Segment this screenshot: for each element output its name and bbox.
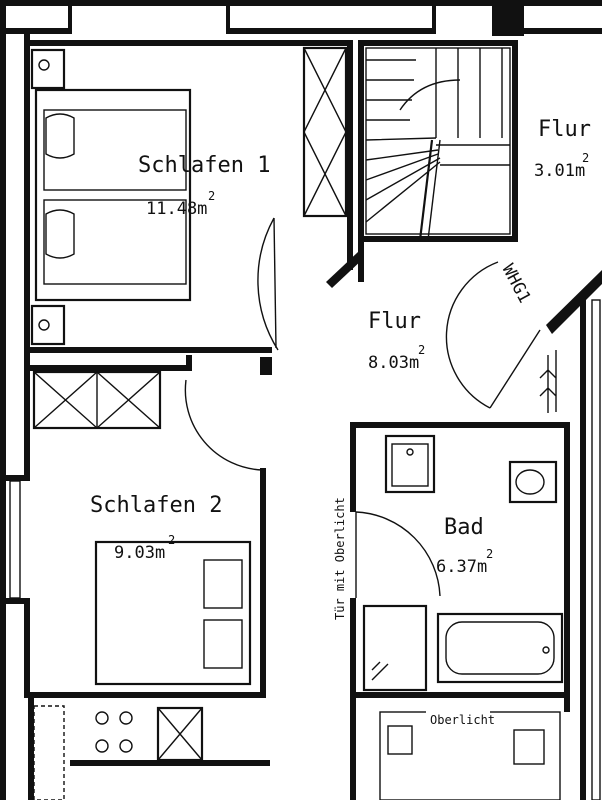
door-bad: [355, 511, 441, 598]
door-note: Tür mit Oberlicht: [333, 497, 347, 620]
room-area-flur-mid: 8.03m: [368, 353, 419, 373]
room-area-schlafen1: 11.48m: [146, 199, 207, 219]
nightstand-bottom: [30, 304, 66, 346]
area-sup-bad: 2: [486, 547, 493, 561]
oberlicht-label: Oberlicht: [430, 713, 495, 727]
staircase: [365, 47, 511, 241]
sink: [384, 434, 436, 494]
door-schlafen2: [184, 379, 263, 471]
window-marks-right: [539, 350, 557, 413]
bed-schlafen2: [94, 540, 252, 686]
area-sup-flur-top: 2: [582, 151, 589, 165]
area-sup-schlafen2: 2: [168, 533, 175, 547]
area-sup-schlafen1: 2: [208, 189, 215, 203]
room-name-flur-top: Flur: [538, 117, 591, 142]
wardrobe-1: [302, 46, 348, 218]
nightstand-top: [30, 48, 66, 90]
toilet: [508, 460, 558, 504]
apartment-label: WHG1: [498, 261, 535, 307]
shower-tray: [362, 604, 428, 692]
bed-double-1: [34, 88, 192, 302]
room-name-schlafen1: Schlafen 1: [138, 153, 270, 178]
room-area-schlafen2: 9.03m: [114, 543, 165, 563]
bathtub: [436, 612, 564, 684]
door-whg: [445, 261, 541, 409]
room-name-schlafen2: Schlafen 2: [90, 493, 222, 518]
room-area-bad: 6.37m: [436, 557, 487, 577]
room-area-flur-top: 3.01m: [534, 161, 585, 181]
room-name-flur-mid: Flur: [368, 309, 421, 334]
room-name-bad: Bad: [444, 515, 484, 540]
oberlicht-label-bg: [426, 710, 490, 728]
wardrobe-2: [32, 370, 162, 430]
door-schlafen1: [257, 217, 279, 351]
kitchen-counter: [33, 705, 204, 800]
area-sup-flur-mid: 2: [418, 343, 425, 357]
